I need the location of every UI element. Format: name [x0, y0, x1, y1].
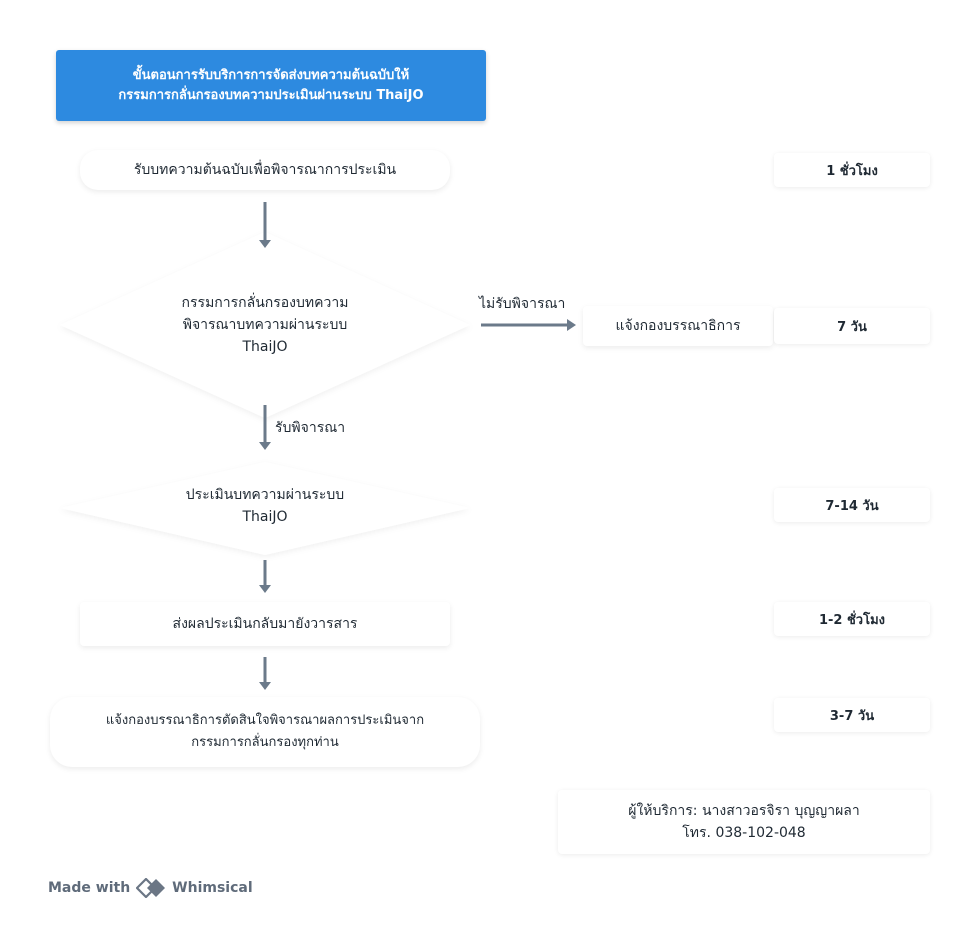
duration-evaluate-label: 7-14 วัน	[825, 498, 879, 514]
flow-title: ขั้นตอนการรับบริการการจัดส่งบทความต้นฉบั…	[56, 50, 486, 121]
arrow-icon	[567, 319, 576, 331]
duration-decide: 3-7 วัน	[774, 698, 930, 732]
edge-label-reject: ไม่รับพิจารณา	[479, 296, 566, 312]
step-notify-decide-line1: แจ้งกองบรรณาธิการตัดสินใจพิจารณาผลการประ…	[105, 713, 425, 728]
duration-send-back: 1-2 ชั่วโมง	[774, 602, 930, 636]
step-notify-editor-label: แจ้งกองบรรณาธิการ	[615, 318, 741, 334]
duration-receive-label: 1 ชั่วโมง	[826, 163, 878, 179]
duration-reject-label: 7 วัน	[837, 319, 867, 335]
arrow-icon	[259, 442, 271, 450]
decision-diamond-evaluate	[60, 462, 470, 555]
step-evaluate-line1: ประเมินบทความผ่านระบบ	[185, 487, 345, 503]
arrow-icon	[259, 585, 271, 593]
whimsical-brand-text: Whimsical	[172, 880, 253, 896]
flow-title-line1: ขั้นตอนการรับบริการการจัดส่งบทความต้นฉบั…	[132, 67, 410, 83]
step-screen: กรรมการกลั่นกรองบทความ พิจารณาบทความผ่าน…	[130, 288, 400, 362]
step-screen-line2: พิจารณาบทความผ่านระบบ	[182, 317, 348, 333]
duration-reject: 7 วัน	[774, 308, 930, 344]
arrow-icon	[259, 682, 271, 690]
made-with-badge[interactable]: Made with Whimsical	[48, 878, 253, 898]
step-notify-decide-line2: กรรมการกลั่นกรองทุกท่าน	[191, 735, 339, 750]
duration-send-back-label: 1-2 ชั่วโมง	[818, 612, 886, 628]
duration-receive: 1 ชั่วโมง	[774, 153, 930, 187]
step-receive: รับบทความต้นฉบับเพื่อพิจารณาการประเมิน	[80, 150, 450, 190]
step-notify-editor: แจ้งกองบรรณาธิการ	[583, 306, 773, 346]
provider-name: ผู้ให้บริการ: นางสาวอรจิรา บุญญาผลา	[628, 803, 860, 819]
step-evaluate-line2: ThaiJO	[242, 509, 288, 525]
step-receive-label: รับบทความต้นฉบับเพื่อพิจารณาการประเมิน	[133, 162, 397, 178]
decision-diamond-screen	[60, 232, 470, 418]
duration-decide-label: 3-7 วัน	[829, 708, 875, 724]
step-send-back-label: ส่งผลประเมินกลับมายังวารสาร	[172, 616, 358, 632]
step-evaluate: ประเมินบทความผ่านระบบ ThaiJO	[130, 482, 400, 530]
whimsical-logo-icon	[136, 878, 166, 898]
edge-label-accept: รับพิจารณา	[275, 420, 346, 436]
step-send-back: ส่งผลประเมินกลับมายังวารสาร	[80, 602, 450, 646]
step-screen-line3: ThaiJO	[242, 339, 288, 355]
provider-info: ผู้ให้บริการ: นางสาวอรจิรา บุญญาผลา โทร.…	[558, 790, 930, 854]
step-notify-decide: แจ้งกองบรรณาธิการตัดสินใจพิจารณาผลการประ…	[50, 697, 480, 767]
duration-evaluate: 7-14 วัน	[774, 488, 930, 522]
arrow-icon	[259, 240, 271, 248]
provider-phone: โทร. 038-102-048	[682, 825, 806, 841]
step-screen-line1: กรรมการกลั่นกรองบทความ	[181, 295, 349, 311]
flow-title-line2: กรรมการกลั่นกรองบทความประเมินผ่านระบบ Th…	[118, 87, 424, 103]
made-with-text: Made with	[48, 880, 131, 896]
